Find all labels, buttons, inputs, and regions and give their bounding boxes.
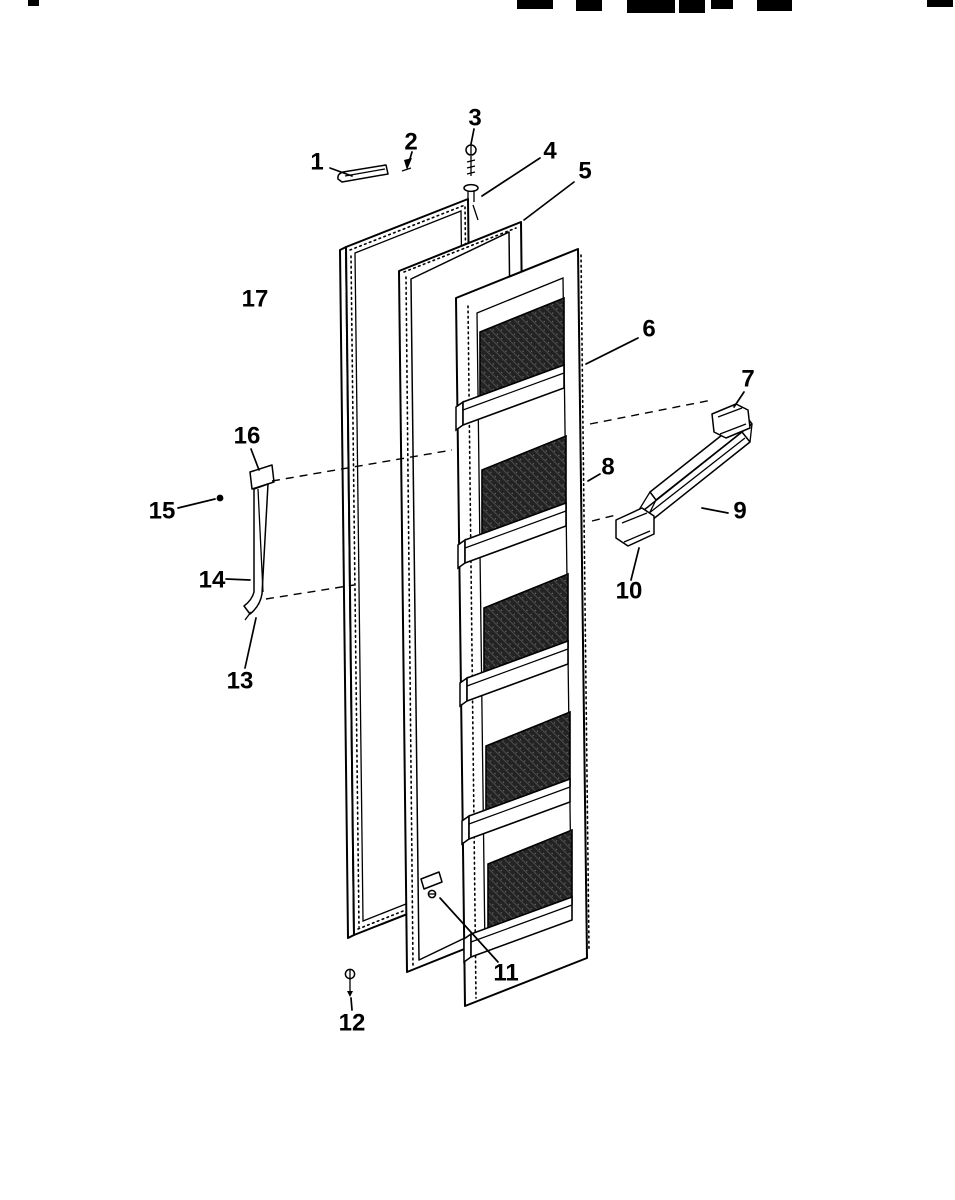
callout-8: 8 <box>601 453 614 480</box>
callout-2: 2 <box>404 128 417 155</box>
callout-6: 6 <box>642 315 655 342</box>
callout-4: 4 <box>543 137 557 164</box>
clip-part <box>401 167 412 172</box>
bottom-clip <box>420 871 443 899</box>
scan-artifact <box>28 0 39 6</box>
scan-artifact <box>627 0 675 13</box>
scan-artifact <box>927 0 953 7</box>
alignment-line <box>265 584 355 600</box>
screw-thread <box>466 171 476 175</box>
stipple-texture <box>580 254 590 951</box>
handle-bar <box>243 483 269 615</box>
leader-line-6 <box>585 337 639 365</box>
callout-7: 7 <box>741 365 754 392</box>
shelf-bracket-left-body <box>615 507 655 547</box>
callout-10: 10 <box>616 577 643 604</box>
screw-tip <box>347 991 353 997</box>
callout-13: 13 <box>227 667 254 694</box>
leader-arrowhead-2 <box>404 158 412 170</box>
scan-artifacts <box>28 0 953 13</box>
grommet-stem <box>467 190 475 203</box>
trim-cap <box>337 164 412 183</box>
shelf-bracket-right-detail <box>719 423 747 435</box>
trim-cap-detail <box>344 168 386 177</box>
door-inner-liner <box>455 248 590 1007</box>
alignment-line <box>591 514 617 522</box>
screw-thread <box>466 165 476 169</box>
leader-line-10 <box>630 547 640 581</box>
shelf-module-lip-line <box>638 437 746 522</box>
callout-14: 14 <box>199 566 226 593</box>
shelf-bracket-left <box>615 507 655 547</box>
scan-artifact <box>576 0 602 11</box>
top-screw <box>463 144 479 221</box>
callout-11: 11 <box>493 959 518 986</box>
stipple-texture <box>349 204 466 251</box>
leader-line-1 <box>329 167 353 177</box>
handle-foot-detail <box>244 611 252 621</box>
scan-artifact <box>711 0 733 9</box>
shelf-module-right-end <box>749 423 753 443</box>
shelf-bracket-left-detail <box>623 530 651 543</box>
callout-5: 5 <box>578 157 591 184</box>
stipple-texture <box>403 227 517 273</box>
shelf-bracket-right <box>711 403 751 439</box>
stipple-texture <box>405 276 414 966</box>
leader-line-7 <box>733 391 745 408</box>
leader-lines <box>177 128 745 1011</box>
shelf-bracket-right-body <box>711 403 751 439</box>
leader-line-11 <box>439 897 499 963</box>
scan-artifact <box>679 0 705 13</box>
leader-line-14 <box>225 578 251 581</box>
alignment-lines <box>265 399 713 600</box>
callout-16: 16 <box>234 422 261 449</box>
callout-1: 1 <box>310 148 323 175</box>
leader-line-8 <box>587 473 601 482</box>
shelf-bracket-right-detail <box>717 407 743 418</box>
bottom-clip-body <box>420 871 443 890</box>
handle-bar-detail <box>257 488 264 593</box>
alignment-line <box>271 449 453 482</box>
callout-labels: 1 2 3 4 5 6 7 8 9 10 11 12 13 14 15 16 1… <box>149 104 755 1036</box>
stipple-texture <box>357 883 472 930</box>
leader-line-4 <box>481 157 541 197</box>
callout-3: 3 <box>468 104 481 131</box>
door-handle <box>216 464 275 621</box>
grommet-lead <box>472 204 479 221</box>
callout-12: 12 <box>339 1009 366 1036</box>
leader-line-9 <box>701 507 729 514</box>
leader-line-15 <box>177 498 216 509</box>
leader-line-12 <box>350 997 353 1011</box>
scan-artifact <box>517 0 553 9</box>
screw-thread <box>466 159 476 163</box>
leader-line-5 <box>523 181 575 221</box>
bottom-screw <box>344 968 356 997</box>
leader-line-3 <box>470 128 475 145</box>
callout-15: 15 <box>149 497 176 524</box>
leader-line-16 <box>250 448 260 471</box>
callout-17: 17 <box>242 285 269 312</box>
scan-artifact <box>757 0 792 11</box>
callout-9: 9 <box>733 497 746 524</box>
grommet <box>463 183 479 193</box>
leader-line-13 <box>244 617 257 669</box>
shelf-bracket-left-detail <box>621 512 648 524</box>
handle-top-bracket <box>249 464 275 490</box>
alignment-line <box>589 399 713 425</box>
handle-pin <box>216 494 224 502</box>
